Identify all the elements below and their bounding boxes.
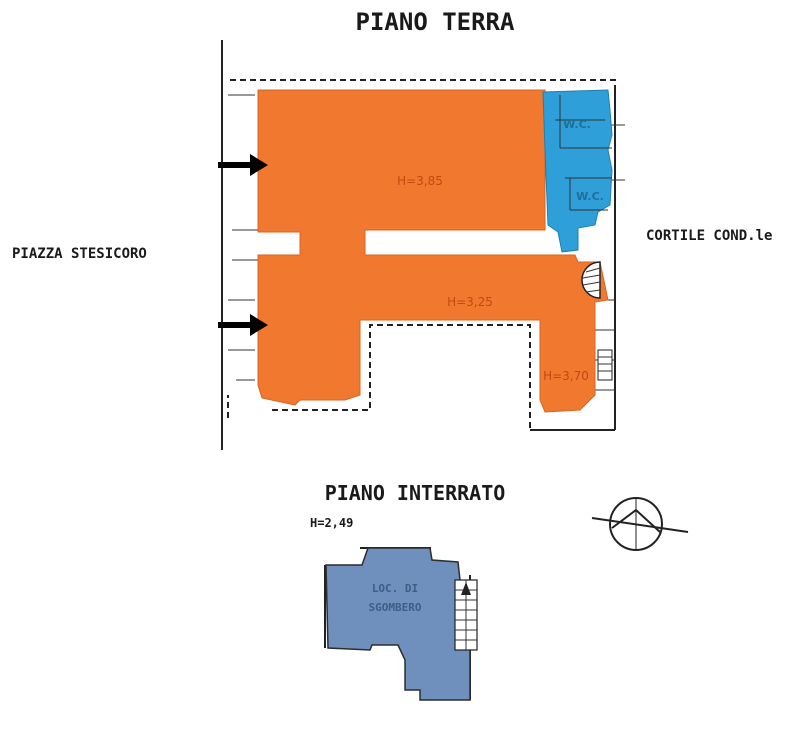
wc-partitions — [555, 95, 612, 211]
wc-label-1: W.C. — [563, 118, 591, 131]
wc-area — [542, 89, 613, 253]
left-street-label: PIAZZA STESICORO — [12, 246, 147, 262]
entrance-arrow-lower — [218, 314, 268, 336]
cellar-room — [325, 547, 471, 701]
ground-floor-walls — [221, 40, 625, 450]
room-large-height: H=3,85 — [397, 174, 443, 188]
entrance-arrow-upper — [218, 154, 268, 176]
ground-floor-title: PIANO TERRA — [356, 8, 515, 36]
room-middle-height: H=3,25 — [447, 295, 493, 309]
cellar-label-line1: LOC. DI — [372, 582, 418, 595]
basement-height: H=2,49 — [310, 516, 353, 530]
spiral-stair — [581, 261, 601, 299]
basement-title: PIANO INTERRATO — [325, 481, 506, 505]
small-stair — [597, 349, 613, 381]
room-small-height: H=3,70 — [543, 369, 589, 383]
cellar-label-line2: SGOMBERO — [369, 601, 422, 614]
right-courtyard-label: CORTILE COND.le — [646, 228, 772, 244]
compass-icon — [591, 497, 689, 551]
basement-stair — [454, 579, 478, 651]
wc-label-2: W.C. — [576, 190, 604, 203]
shop-space — [257, 89, 609, 413]
